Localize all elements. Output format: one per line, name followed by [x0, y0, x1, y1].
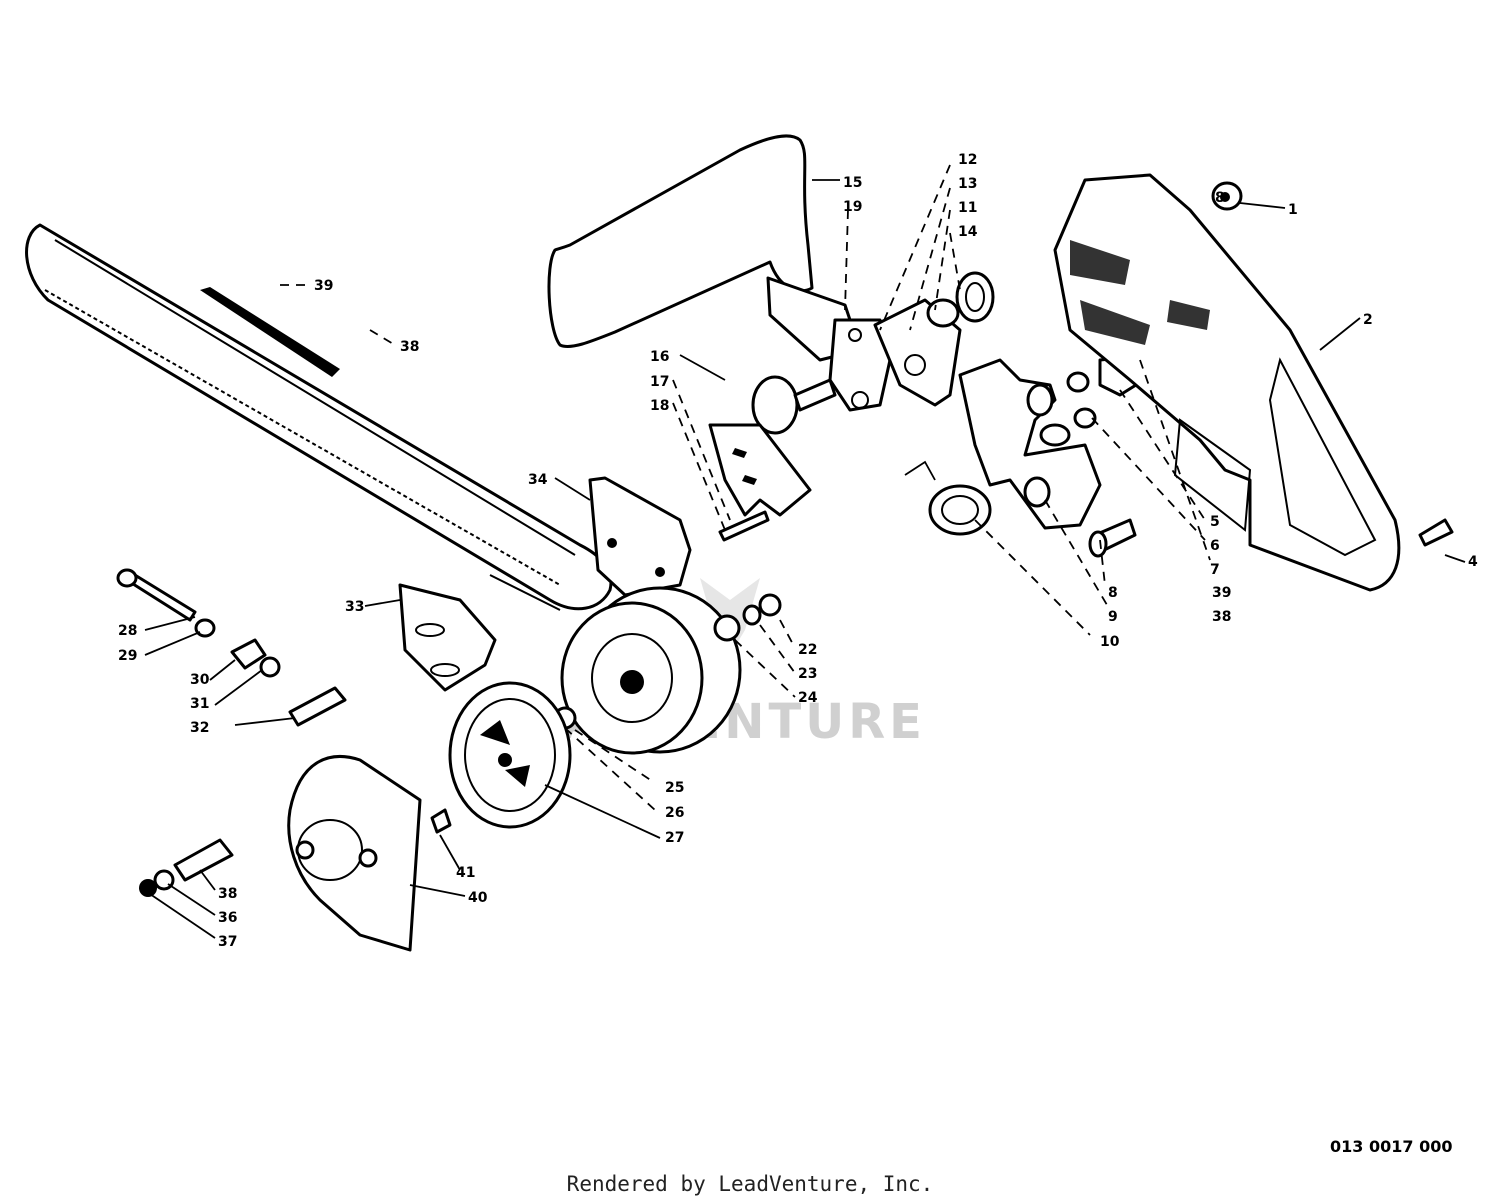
callout-37: 37 — [218, 934, 237, 950]
clutch-cover — [287, 755, 422, 952]
callout-40: 40 — [468, 890, 488, 906]
guide-bar — [25, 223, 613, 611]
callout-7: 7 — [1210, 562, 1220, 578]
callout-17: 17 — [650, 374, 669, 390]
callout-33: 33 — [345, 599, 364, 615]
callout-26: 26 — [665, 805, 684, 821]
stud-38 — [173, 838, 234, 882]
callout-13: 13 — [958, 176, 977, 192]
callout-16: 16 — [650, 349, 669, 365]
bearing-parts — [713, 593, 782, 642]
callout-22: 22 — [798, 642, 817, 658]
callout-5: 5 — [1210, 514, 1220, 530]
callout-31: 31 — [190, 696, 209, 712]
callout-34: 34 — [528, 472, 548, 488]
callout-19: 19 — [843, 199, 862, 215]
brake-band — [958, 358, 1102, 530]
bracket — [708, 423, 812, 542]
leader-lines — [144, 164, 1466, 939]
callout-38-bar: 38 — [400, 339, 419, 355]
nut-30-31 — [230, 638, 281, 678]
bar-bolt — [116, 568, 216, 638]
plate-34 — [588, 476, 692, 597]
callout-38: 38 — [218, 886, 237, 902]
callout-38-side: 38 — [1212, 609, 1231, 625]
callouts: 1 2 4 5 6 7 8 9 10 11 12 13 14 15 16 17 … — [118, 152, 1478, 950]
render-credit: Rendered by LeadVenture, Inc. — [566, 1172, 934, 1196]
callout-11: 11 — [958, 200, 977, 216]
side-cover — [1053, 173, 1401, 592]
callout-36: 36 — [218, 910, 237, 926]
callout-9: 9 — [1108, 609, 1118, 625]
callout-8-top: 8 — [1215, 190, 1225, 206]
knob-bolt — [751, 375, 837, 435]
callout-8: 8 — [1108, 585, 1118, 601]
callout-28: 28 — [118, 623, 137, 639]
clutch-drum — [553, 586, 742, 755]
callout-15: 15 — [843, 175, 862, 191]
callout-6: 6 — [1210, 538, 1220, 554]
callout-24: 24 — [798, 690, 818, 706]
nut-1 — [1211, 181, 1243, 211]
callout-10: 10 — [1100, 634, 1120, 650]
callout-27: 27 — [665, 830, 684, 846]
callout-39-side: 39 — [1212, 585, 1231, 601]
bolt-4 — [1418, 518, 1454, 547]
callout-1: 1 — [1288, 202, 1298, 218]
chain-brake-handle — [547, 134, 862, 362]
callout-14: 14 — [958, 224, 978, 240]
screw-41 — [430, 808, 452, 834]
callout-12: 12 — [958, 152, 977, 168]
callout-29: 29 — [118, 648, 137, 664]
callout-25: 25 — [665, 780, 684, 796]
brake-linkage — [828, 271, 995, 412]
callout-30: 30 — [190, 672, 210, 688]
stud-32 — [288, 686, 347, 727]
callout-41: 41 — [456, 865, 475, 881]
callout-23: 23 — [798, 666, 817, 682]
callout-39: 39 — [314, 278, 333, 294]
callout-4: 4 — [1468, 554, 1478, 570]
callout-32: 32 — [190, 720, 209, 736]
callout-2: 2 — [1363, 312, 1373, 328]
plate-33 — [398, 583, 497, 692]
spring — [904, 460, 992, 536]
nut-36-37 — [139, 869, 175, 897]
callout-18: 18 — [650, 398, 669, 414]
clutch — [448, 681, 572, 829]
diagram-code: 013 0017 000 — [1330, 1137, 1453, 1156]
